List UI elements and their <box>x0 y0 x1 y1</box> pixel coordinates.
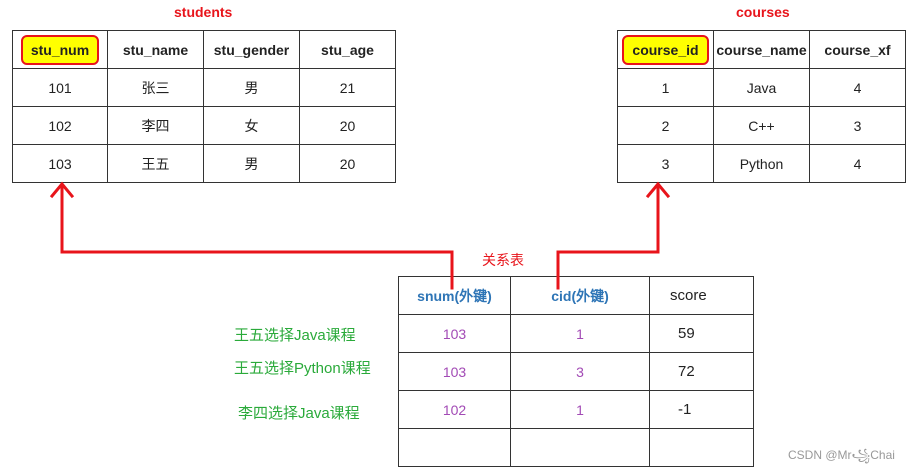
table-cell: 1 <box>510 314 650 353</box>
table-cell: 59 <box>649 314 754 353</box>
table-cell: 21 <box>299 68 396 107</box>
table-row <box>398 428 754 467</box>
table-cell: -1 <box>649 390 754 429</box>
students-header-stu-gender: stu_gender <box>203 30 300 69</box>
table-row: 102 李四 女 20 <box>12 106 396 145</box>
relation-header-cid: cid(外键) <box>510 276 650 315</box>
table-row: 103 王五 男 20 <box>12 144 396 183</box>
courses-title: courses <box>736 4 790 20</box>
table-cell: 1 <box>510 390 650 429</box>
table-cell: 103 <box>12 144 108 183</box>
table-row: 3 Python 4 <box>617 144 906 183</box>
arrowhead-icon <box>49 181 75 199</box>
table-row: 103 1 59 <box>398 314 754 353</box>
table-cell: 3 <box>617 144 714 183</box>
table-cell: 王五 <box>107 144 204 183</box>
relation-note: 李四选择Java课程 <box>238 405 360 422</box>
table-row: 103 3 72 <box>398 352 754 391</box>
table-cell: 20 <box>299 106 396 145</box>
table-cell: C++ <box>713 106 810 145</box>
students-table: stu_num stu_name stu_gender stu_age 101 … <box>12 30 396 183</box>
relation-note: 王五选择Python课程 <box>234 360 371 377</box>
table-cell: 男 <box>203 68 300 107</box>
relation-title: 关系表 <box>482 252 524 268</box>
courses-table: course_id course_name course_xf 1 Java 4… <box>617 30 906 183</box>
table-cell: 男 <box>203 144 300 183</box>
courses-header-course-xf: course_xf <box>809 30 906 69</box>
students-title: students <box>174 4 233 20</box>
students-header-stu-age: stu_age <box>299 30 396 69</box>
table-cell: 103 <box>398 352 511 391</box>
table-cell: 张三 <box>107 68 204 107</box>
table-cell: 4 <box>809 144 906 183</box>
table-cell <box>510 428 650 467</box>
arrowhead-icon <box>645 181 671 199</box>
relation-table: snum(外键) cid(外键) score 103 1 59 103 3 72… <box>398 276 754 467</box>
table-cell: 102 <box>12 106 108 145</box>
table-cell: 4 <box>809 68 906 107</box>
snum-to-stu-num-arrow <box>60 184 454 290</box>
table-cell: 李四 <box>107 106 204 145</box>
courses-header-course-name: course_name <box>713 30 810 69</box>
students-header-stu-num: stu_num <box>12 30 108 69</box>
relation-note: 王五选择Java课程 <box>234 327 356 344</box>
table-row: 101 张三 男 21 <box>12 68 396 107</box>
table-cell: 20 <box>299 144 396 183</box>
primary-key-highlight: stu_num <box>20 34 100 65</box>
primary-key-highlight: course_id <box>622 34 709 65</box>
table-cell <box>649 428 754 467</box>
cid-to-course-id-arrow <box>556 184 660 290</box>
table-cell: 女 <box>203 106 300 145</box>
table-cell: Python <box>713 144 810 183</box>
watermark: CSDN @Mr꧁Chai <box>788 448 895 462</box>
